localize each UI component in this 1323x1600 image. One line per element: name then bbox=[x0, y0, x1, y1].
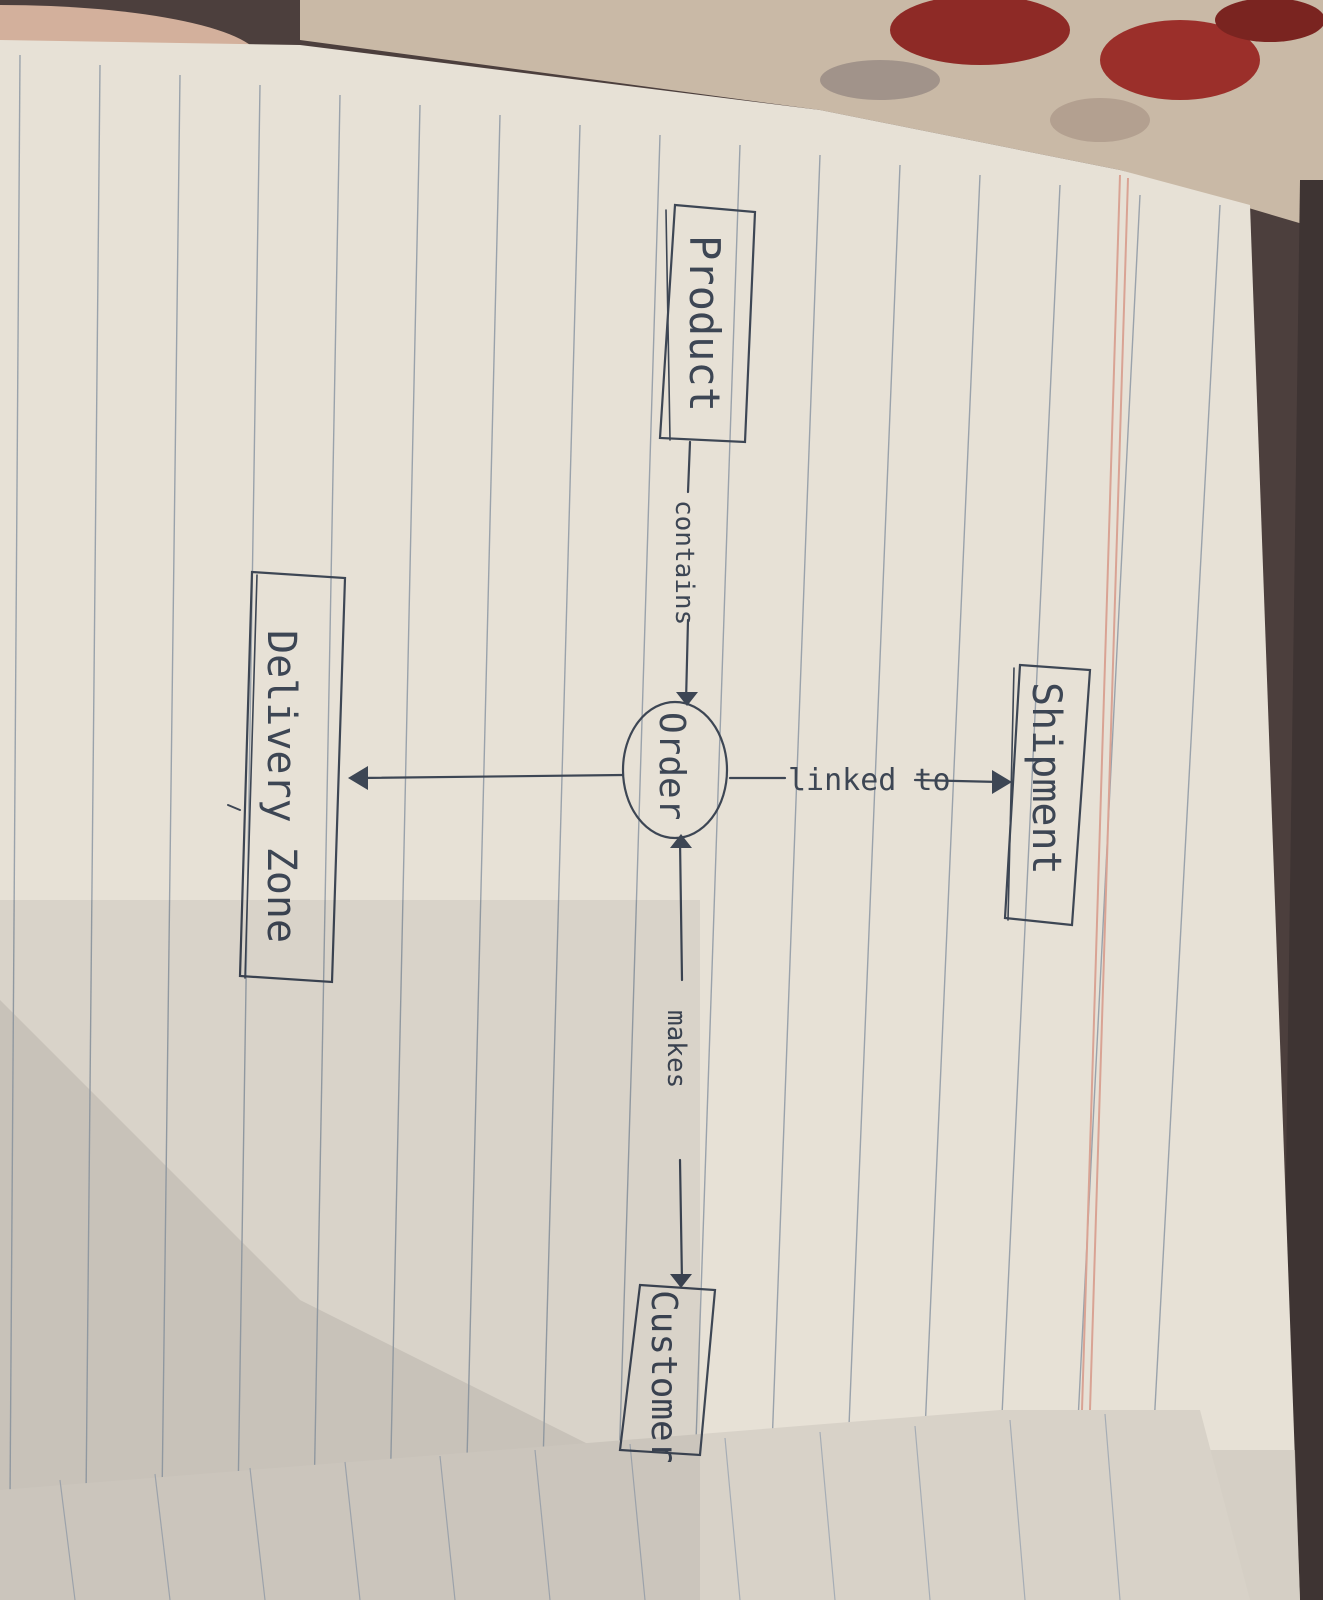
next-page-rule-line bbox=[629, 1443, 646, 1600]
next-page-rule-line bbox=[344, 1461, 361, 1600]
next-page-rule-line bbox=[534, 1449, 551, 1600]
rule-line bbox=[997, 184, 1061, 1501]
shipment-label: Shipment bbox=[1023, 682, 1069, 875]
makes-relationship: makes bbox=[661, 834, 692, 1288]
next-page-rule-line bbox=[819, 1431, 836, 1600]
delivery-zone-entity: Delivery Zone bbox=[227, 570, 347, 984]
next-page-rule-line bbox=[1104, 1413, 1121, 1600]
rule-line bbox=[389, 104, 421, 1501]
customer-label: Customer bbox=[643, 1290, 684, 1463]
next-page-rule-line bbox=[439, 1455, 456, 1600]
rule-line bbox=[693, 144, 741, 1501]
next-page-rule-line bbox=[154, 1473, 171, 1600]
customer-entity: Customer bbox=[618, 1283, 717, 1463]
next-page-rule-line bbox=[249, 1467, 266, 1600]
makes-label: makes bbox=[661, 1010, 691, 1088]
rule-line bbox=[9, 54, 21, 1501]
contains-relationship: contains bbox=[669, 440, 699, 706]
rule-line bbox=[465, 114, 501, 1501]
rule-line bbox=[921, 174, 981, 1501]
contains-label: contains bbox=[669, 500, 699, 625]
rule-line bbox=[237, 84, 261, 1501]
margin-line bbox=[1081, 174, 1129, 1411]
rule-line bbox=[1149, 204, 1221, 1501]
linked-to-label: linked to bbox=[788, 763, 951, 798]
rule-line bbox=[769, 154, 821, 1501]
rule-line bbox=[85, 64, 101, 1501]
rule-line bbox=[313, 94, 341, 1501]
product-entity: Product bbox=[658, 203, 757, 444]
next-page-rule-line bbox=[724, 1437, 741, 1600]
delivery-zone-label: Delivery Zone bbox=[258, 630, 304, 943]
order-entity: Order bbox=[621, 700, 729, 840]
er-diagram: Product Delivery Zone Shipment Customer … bbox=[227, 203, 1092, 1463]
product-label: Product bbox=[680, 235, 729, 412]
shipment-entity: Shipment bbox=[1003, 663, 1092, 927]
rule-line bbox=[541, 124, 581, 1501]
next-page-rule-line bbox=[59, 1479, 76, 1600]
shadow-overlay bbox=[0, 900, 700, 1600]
linked-to-relationship: linked to bbox=[728, 763, 1012, 798]
next-page-rule-line bbox=[1009, 1419, 1026, 1600]
next-page bbox=[0, 1410, 1250, 1600]
order-label: Order bbox=[651, 712, 692, 820]
ruled-lines bbox=[9, 54, 1221, 1501]
rule-line bbox=[161, 74, 181, 1501]
rule-line bbox=[845, 164, 901, 1501]
next-page-rule-line bbox=[914, 1425, 931, 1600]
order-delivery-zone-line bbox=[348, 766, 625, 790]
